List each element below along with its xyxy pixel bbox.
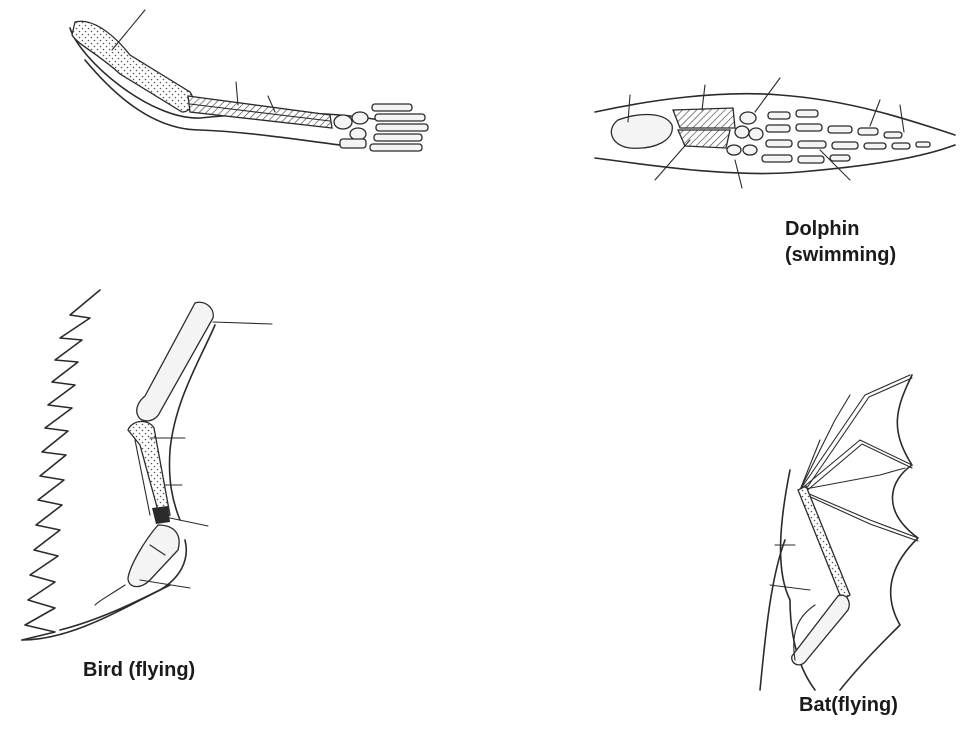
dolphin-label-line2: (swimming) <box>785 242 896 268</box>
bird-wing-drawing <box>22 290 272 640</box>
dolphin-label-line1: Dolphin <box>785 216 896 242</box>
bird-label: Bird (flying) <box>83 657 195 683</box>
top-left-limb-drawing <box>70 10 428 151</box>
dolphin-digit-bones <box>762 110 930 163</box>
bird-feathers <box>22 290 100 640</box>
top-left-hand-bones <box>334 104 428 151</box>
bat-wing-drawing <box>760 375 918 690</box>
dolphin-flipper-drawing <box>595 78 955 188</box>
dolphin-label: Dolphin (swimming) <box>785 216 896 268</box>
bat-label: Bat(flying) <box>799 692 898 718</box>
